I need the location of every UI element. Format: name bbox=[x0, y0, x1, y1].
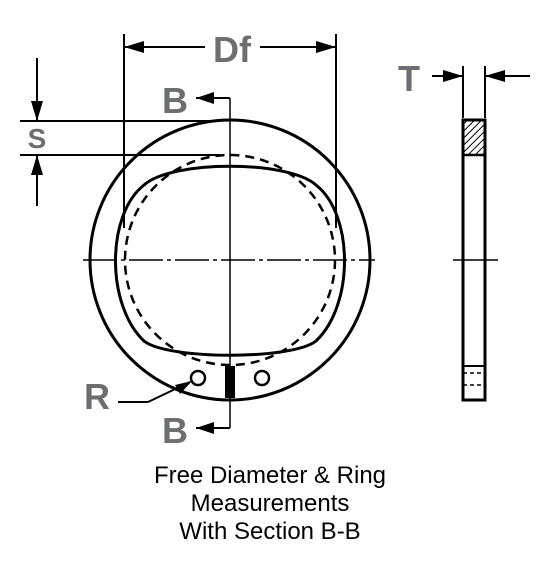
s-arrow-top bbox=[31, 101, 43, 121]
section-bottom-arrow bbox=[196, 422, 214, 434]
caption-line-1: Free Diameter & Ring bbox=[153, 462, 387, 489]
ring-gap bbox=[225, 366, 235, 398]
r-arrow bbox=[175, 381, 192, 394]
t-label: T bbox=[398, 58, 420, 99]
t-arrow-right bbox=[485, 70, 505, 82]
section-top-arrow bbox=[196, 92, 214, 104]
t-arrow-left bbox=[443, 70, 463, 82]
lug-hole-right bbox=[253, 369, 271, 387]
df-arrow-right bbox=[316, 41, 336, 53]
lug-hole-left bbox=[189, 369, 207, 387]
r-label: R bbox=[84, 376, 110, 417]
caption-line-3: With Section B-B bbox=[179, 518, 361, 545]
df-arrow-left bbox=[124, 41, 144, 53]
s-label: S bbox=[28, 123, 47, 154]
section-bottom-label: B bbox=[162, 410, 188, 451]
caption-line-2: Measurements bbox=[190, 490, 350, 517]
section-top-label: B bbox=[162, 80, 188, 121]
df-label: Df bbox=[213, 29, 252, 70]
inner-ring-contour bbox=[114, 164, 346, 357]
s-arrow-bottom bbox=[31, 155, 43, 175]
side-view-hatched-section bbox=[464, 121, 484, 154]
